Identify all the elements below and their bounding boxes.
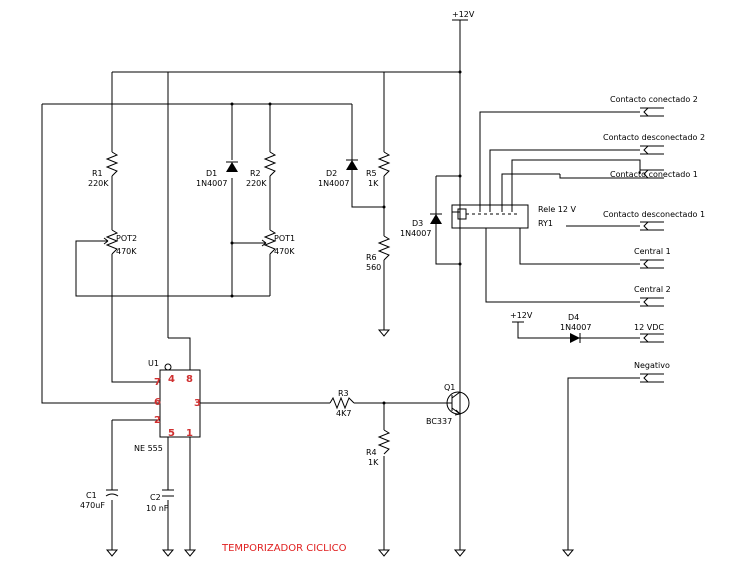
resistor-r6-symbol — [377, 235, 391, 261]
connector-central-2: Central 2 — [634, 285, 671, 294]
potentiometer-pot2-symbol — [102, 229, 119, 255]
ic-u1-ne555 — [159, 363, 201, 438]
c2-value: 10 nF — [146, 504, 169, 513]
potentiometer-pot1-symbol — [260, 229, 277, 255]
u1-pin-7: 7 — [154, 377, 161, 388]
connector-contacto-desconectado-2: Contacto desconectado 2 — [603, 133, 705, 142]
q1-ref: Q1 — [444, 383, 455, 392]
r4-ref: R4 — [366, 448, 377, 457]
resistor-r3-symbol — [329, 396, 355, 410]
diode-d3-symbol — [430, 213, 442, 224]
relay-ref: RY1 — [538, 219, 553, 228]
resistor-r2-symbol — [263, 151, 277, 177]
r4-value: 1K — [368, 458, 379, 467]
u1-pin-3: 3 — [194, 398, 201, 409]
r2-value: 220K — [246, 179, 267, 188]
q1-value: BC337 — [426, 417, 452, 426]
d3-ref: D3 — [412, 219, 423, 228]
transistor-q1-symbol — [446, 380, 470, 416]
u1-pin-6: 6 — [154, 397, 161, 408]
r5-ref: R5 — [366, 169, 377, 178]
capacitor-c2-symbol — [162, 489, 174, 497]
u1-pin-8: 8 — [186, 374, 193, 385]
u1-pin-2: 2 — [154, 415, 161, 426]
supply-top-label: +12V — [452, 10, 475, 19]
c1-ref: C1 — [86, 491, 97, 500]
r2-ref: R2 — [250, 169, 261, 178]
junction-dots — [230, 70, 462, 405]
d3-value: 1N4007 — [400, 229, 431, 238]
r3-ref: R3 — [338, 389, 349, 398]
connector-negativo: Negativo — [634, 361, 670, 370]
r1-value: 220K — [88, 179, 109, 188]
d2-ref: D2 — [326, 169, 337, 178]
d2-value: 1N4007 — [318, 179, 349, 188]
pot1-ref: POT1 — [274, 234, 295, 243]
r1-ref: R1 — [92, 169, 103, 178]
wires — [41, 20, 641, 550]
r6-ref: R6 — [366, 253, 377, 262]
connector-12-vdc: 12 VDC — [634, 323, 664, 332]
connector-contacto-conectado-1: Contacto conectado 1 — [610, 170, 698, 179]
r5-value: 1K — [368, 179, 379, 188]
relay-value: Rele 12 V — [538, 205, 577, 214]
resistor-r4-symbol — [377, 429, 391, 455]
resistor-r5-symbol — [377, 151, 391, 177]
r6-value: 560 — [366, 263, 381, 272]
u1-value: NE 555 — [134, 444, 163, 453]
r3-value: 4K7 — [336, 409, 351, 418]
u1-ref: U1 — [148, 359, 159, 368]
schematic-title: TEMPORIZADOR CICLICO — [221, 543, 347, 554]
diode-d1-symbol — [226, 161, 238, 172]
connector-contacto-desconectado-1: Contacto desconectado 1 — [603, 210, 705, 219]
ground-symbols — [105, 329, 575, 557]
supply-symbols — [452, 19, 524, 323]
d4-value: 1N4007 — [560, 323, 591, 332]
c1-value: 470uF — [80, 501, 105, 510]
d1-value: 1N4007 — [196, 179, 227, 188]
connector-central-1: Central 1 — [634, 247, 671, 256]
diode-d4-symbol — [566, 333, 584, 343]
diode-d2-symbol — [346, 155, 358, 176]
c2-ref: C2 — [150, 493, 161, 502]
resistor-r1-symbol — [105, 151, 119, 177]
pot2-value: 470K — [116, 247, 137, 256]
u1-pin-1: 1 — [186, 428, 193, 439]
pot2-ref: POT2 — [116, 234, 137, 243]
d1-ref: D1 — [206, 169, 217, 178]
u1-pin-4: 4 — [168, 374, 175, 385]
connector-terminals — [559, 107, 664, 383]
d4-ref: D4 — [568, 313, 579, 322]
supply-aux-label: +12V — [510, 311, 533, 320]
u1-pin-5: 5 — [168, 428, 175, 439]
connector-contacto-conectado-2: Contacto conectado 2 — [610, 95, 698, 104]
relay-ry1-symbol — [457, 208, 520, 220]
pot1-value: 470K — [274, 247, 295, 256]
capacitor-c1-symbol — [105, 489, 119, 497]
